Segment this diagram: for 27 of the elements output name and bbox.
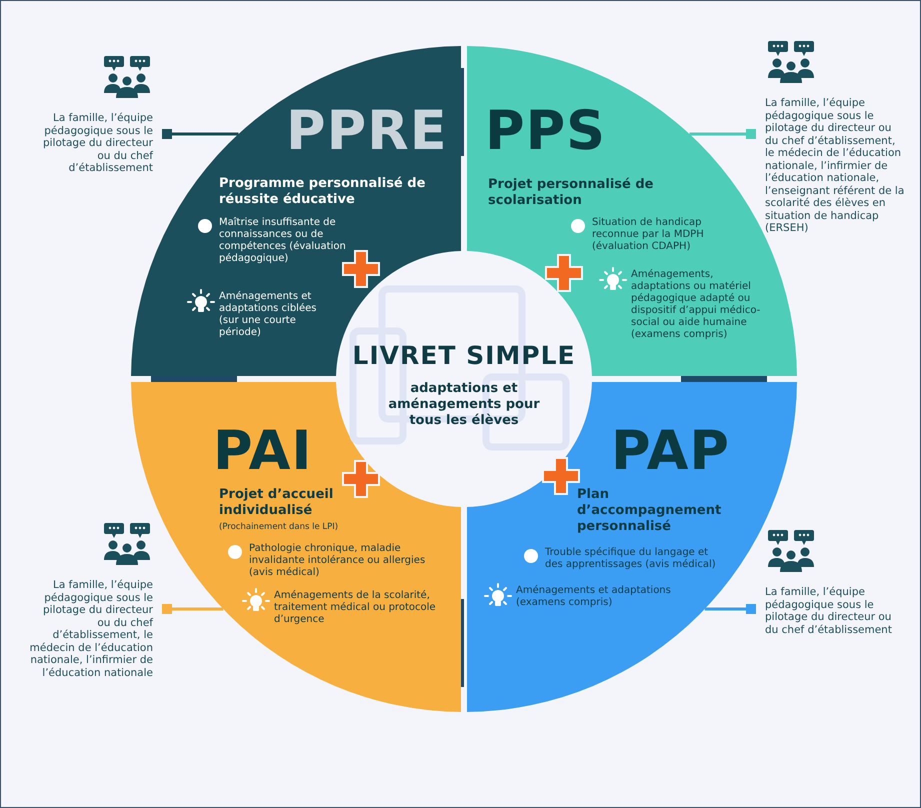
criteria-text: Maîtrise insuffisante de connaissances ou de compétences (évaluation pédagogique) xyxy=(219,217,347,265)
criteria-text: Aménagements de la scolarité, traitement médical ou protocole d’urgence xyxy=(274,590,437,626)
segment-title: Projet personnalisé de scolarisation xyxy=(488,177,654,209)
criteria-text: Situation de handicap reconnue par la MDPH (évaluation CDAPH) xyxy=(592,217,705,253)
criteria-text: Aménagements et adaptations (examens compris) xyxy=(516,585,672,609)
criteria-text: Aménagements et adaptations ciblées (sur une courte période) xyxy=(219,291,318,339)
stakeholder-text: La famille, l’équipe pédagogique sous le pilotage du directeur ou du chef d’établissement xyxy=(42,112,153,174)
leader-line xyxy=(690,129,756,139)
criteria-text: Aménagements, adaptations ou matériel pédagogique adapté ou dispositif d’appui médico-social ou aide humaine (examens compris) xyxy=(631,269,762,341)
acronym-heading: PPRE xyxy=(286,101,446,161)
stakeholder-text: La famille, l’équipe pédagogique sous le pilotage du directeur ou du chef d’établissement, le médecin de l’éducation nationale, l’infirmier de l’éducation nationale xyxy=(28,579,153,679)
criteria-text: Trouble spécifique du langage et des apprentissages (avis médical) xyxy=(545,547,717,571)
segment-title: Projet d’accueil individualisé xyxy=(219,487,334,519)
stakeholder-text: La famille, l’équipe pédagogique sous le pilotage du directeur ou du chef d’établissement, le médecin de l’éducation nationale, l’infirmier de l’éducation nationale, l’enseignant référent de la scolarité des élèves en situation de handicap (ERSEH) xyxy=(765,97,905,234)
leader-line xyxy=(704,604,756,614)
segment-title: Programme personnalisé de réussite éducative xyxy=(219,176,426,208)
acronym-heading: PAI xyxy=(213,421,314,481)
leader-line xyxy=(162,129,238,139)
stakeholder-text: La famille, l’équipe pédagogique sous le pilotage du directeur ou du chef d’établissement xyxy=(765,586,893,636)
criteria-text: Pathologie chronique, maladie invalidante intolérance ou allergies (avis médical) xyxy=(249,543,426,579)
segment-title: Plan d’accompagnement personnalisé xyxy=(577,487,722,535)
acronym-heading: PAP xyxy=(611,421,731,481)
note-text: (Prochainement dans le LPI) xyxy=(219,522,340,532)
center-title: LIVRET SIMPLE xyxy=(351,341,577,371)
center-subtitle: adaptations et aménagements pour tous les élèves xyxy=(387,381,541,429)
leader-line xyxy=(162,604,224,614)
acronym-heading: PPS xyxy=(485,101,608,161)
